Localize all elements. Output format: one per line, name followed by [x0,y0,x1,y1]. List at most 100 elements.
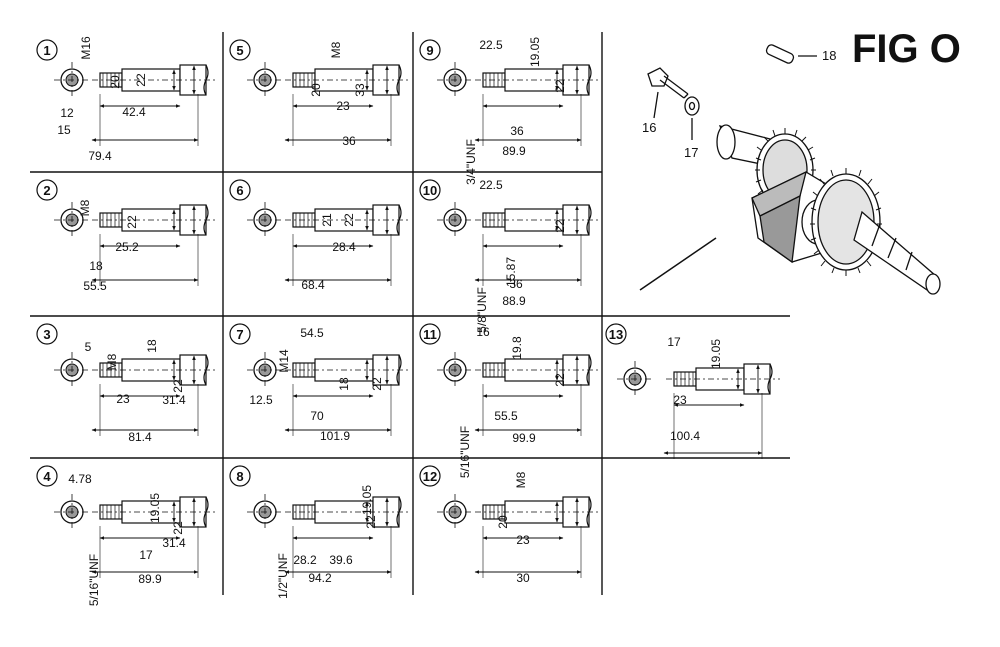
part-label-18: 18 [822,48,836,63]
variant-number-circle [419,179,441,201]
dimension-label: 1/2"UNF [276,553,290,599]
variant-number-circle [419,465,441,487]
variant-number: 8 [236,469,243,484]
dimension-label: 36 [509,277,523,291]
variant-number-circle [229,179,251,201]
dimension-label: 22 [553,79,567,93]
shaft-side-view [285,496,409,528]
variant-number: 13 [609,327,623,342]
dimension-label: M16 [79,36,93,60]
variant-number: 1 [43,43,50,58]
dimension-label: 36 [510,124,524,138]
variant-number-circle [605,323,627,345]
pin-18 [765,44,795,64]
part-label-17: 17 [684,145,698,160]
dimension-label: 22.5 [479,38,503,52]
dimension-label: 19.05 [360,485,374,515]
variant-number-circle [419,323,441,345]
dimension-label: 23 [336,99,350,113]
variant-number-circle [419,39,441,61]
dimension-label: 39.6 [329,553,353,567]
dimension-label: 22 [553,219,567,233]
variant-number: 12 [423,469,437,484]
variant-number-circle [36,323,58,345]
dimension-label: 17 [139,548,153,562]
variant-number: 4 [43,469,51,484]
variant-number: 7 [236,327,243,342]
dimension-label: 18 [337,377,351,391]
part-label-16: 16 [642,120,656,135]
variant-number-circle [229,465,251,487]
dimension-label: 5/16"UNF [458,426,472,478]
dimension-label: 22 [364,515,378,529]
dimension-label: 88.9 [502,294,526,308]
dimension-label: 12 [60,106,74,120]
dimension-label: 5/16"UNF [87,554,101,606]
dimension-label: 89.9 [138,572,162,586]
variant-number-circle [36,39,58,61]
variant-cell-12: 12 M8 20 23 30 [419,465,599,585]
dimension-label: 79.4 [88,149,112,163]
variant-number: 11 [423,327,437,342]
dimension-label: M8 [105,353,119,370]
shaft-side-view [285,64,409,96]
dimension-label: 17 [667,335,681,349]
variant-number: 6 [236,183,243,198]
dimension-label: 100.4 [670,429,700,443]
variant-number: 9 [426,43,433,58]
dimension-label: 68.4 [301,278,325,292]
dimension-label: 20 [108,75,122,89]
dimension-label: 18 [89,259,103,273]
dimension-label: 5/8"UNF [475,287,489,333]
dimension-label: 42.4 [122,105,146,119]
dimension-label: 99.9 [512,431,536,445]
table-grid [30,32,790,595]
dimension-label: M8 [514,471,528,488]
shaft-side-view [475,64,599,96]
variant-number-circle [229,323,251,345]
dimension-label: 25.2 [115,240,139,254]
dimension-label: M14 [277,349,291,373]
dimension-label: 20 [309,83,323,97]
variant-number-circle [36,465,58,487]
shaft-side-view [92,496,216,528]
dimension-label: 23 [516,533,530,547]
variant-number-circle [229,39,251,61]
dimension-label: 19.05 [709,339,723,369]
dimension-label: 81.4 [128,430,152,444]
variant-cell-10: 10 22.5 22 15.87 5/8"UNF 36 88.9 [419,178,599,333]
dimension-label: 15.87 [504,257,518,287]
dimension-label: 22 [370,377,384,391]
dimension-label: 30 [516,571,530,585]
variant-number: 10 [423,183,437,198]
dimension-label: 54.5 [300,326,324,340]
dimension-label: 20 [496,515,510,529]
dimension-label: 22 [171,379,185,393]
dimension-label: M8 [329,41,343,58]
dimension-label: 89.9 [502,144,526,158]
dimension-label: 16 [476,325,490,339]
dimension-label: 28.2 [293,553,317,567]
variant-cell-13: 13 17 19.05 23 100.4 [605,323,780,459]
bolt-16 [647,67,689,99]
dimension-label: 19.05 [148,493,162,523]
dimension-label: 94.2 [308,571,332,585]
dimension-label: 19.05 [528,37,542,67]
crankshaft-illustration [639,44,941,295]
dimension-label: 5 [85,340,92,354]
dimension-label: 21 [320,213,334,227]
dimension-label: 23 [673,393,687,407]
dimension-label: 70 [310,409,324,423]
figure-title: FIG O [852,27,961,71]
dimension-label: 31.4 [162,536,186,550]
variant-number: 2 [43,183,50,198]
dimension-label: 33 [353,83,367,97]
dimension-label: 22.5 [479,178,503,192]
dimension-label: 23 [116,392,130,406]
